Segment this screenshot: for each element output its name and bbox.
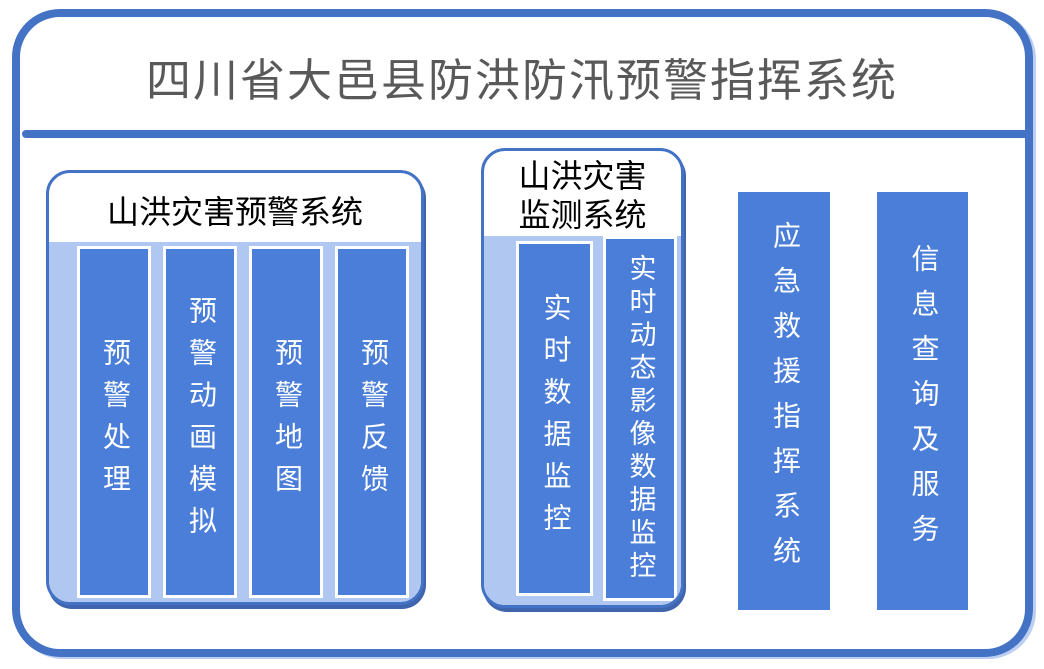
bar-warning-feedback-label: 预警反馈 bbox=[357, 338, 388, 506]
bar-realtime-dynamic-video-data-monitoring: 实时动态影像数据监控 bbox=[603, 236, 677, 601]
warning-bars-row: 预警处理 预警动画模拟 预警地图 预警反馈 bbox=[77, 246, 409, 598]
outer-frame-border bbox=[12, 9, 1033, 657]
bar-emergency-rescue-command-system: 应急救援指挥系统 bbox=[738, 192, 830, 610]
page-title: 四川省大邑县防洪防汛预警指挥系统 bbox=[145, 55, 898, 106]
bar-realtime-data-monitoring: 实时数据监控 bbox=[516, 241, 593, 596]
bar-warning-animation-simulation: 预警动画模拟 bbox=[163, 246, 237, 598]
bar-warning-animation-simulation-label: 预警动画模拟 bbox=[185, 296, 216, 548]
bar-warning-processing-label: 预警处理 bbox=[99, 338, 130, 506]
bar-information-query-and-service: 信息查询及服务 bbox=[877, 192, 968, 610]
panel-flood-monitoring-title-line1: 山洪灾害 bbox=[518, 158, 647, 194]
title-divider-line bbox=[22, 130, 1030, 138]
panel-flood-warning-title: 山洪灾害预警系统 bbox=[106, 194, 363, 230]
panel-flood-monitoring-title: 山洪灾害 监测系统 bbox=[484, 157, 681, 235]
bar-warning-processing: 预警处理 bbox=[77, 246, 151, 598]
bar-emergency-rescue-command-system-label: 应急救援指挥系统 bbox=[769, 221, 800, 581]
panel-flood-warning-system: 山洪灾害预警系统 预警处理 预警动画模拟 预警地图 预警反馈 bbox=[46, 170, 424, 605]
bar-realtime-dynamic-video-data-monitoring-label: 实时动态影像数据监控 bbox=[625, 253, 656, 584]
panel-flood-monitoring-title-line2: 监测系统 bbox=[518, 197, 647, 233]
bar-warning-map-label: 预警地图 bbox=[271, 338, 302, 506]
panel-flood-monitoring-system: 山洪灾害 监测系统 实时数据监控 实时动态影像数据监控 bbox=[481, 148, 684, 608]
bar-warning-feedback: 预警反馈 bbox=[335, 246, 409, 598]
bar-warning-map: 预警地图 bbox=[249, 246, 323, 598]
bar-realtime-data-monitoring-label: 实时数据监控 bbox=[539, 292, 571, 545]
bar-information-query-and-service-label: 信息查询及服务 bbox=[907, 243, 939, 559]
